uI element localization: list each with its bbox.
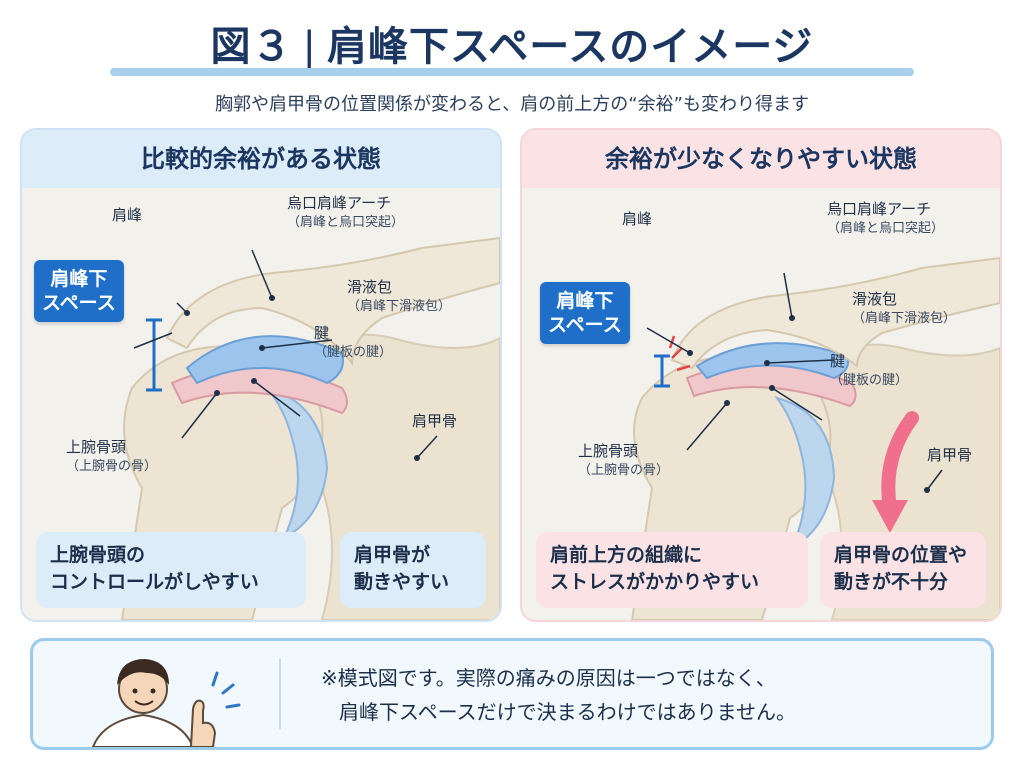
label-acromion: 肩峰 <box>622 210 653 228</box>
note-text: ※模式図です。実際の痛みの原因は一つではなく、 肩峰下スペースだけで決まるわけで… <box>321 661 796 729</box>
panel-comfortable: 比較的余裕がある状態 肩峰 烏口肩峰アーチ（肩峰と烏口突起 <box>20 128 502 622</box>
page-title: 図３|肩峰下スペースのイメージ <box>0 14 1024 72</box>
title-text: 肩峰下スペースのイメージ <box>327 24 814 70</box>
benefit-box-head-control: 上腕骨頭のコントロールがしやすい <box>36 532 306 608</box>
panel-tight: 余裕が少なくなりやすい状態 肩峰 烏口肩峰アーチ（肩峰と烏 <box>520 128 1002 622</box>
page-subtitle: 胸郭や肩甲骨の位置関係が変わると、肩の前上方の“余裕”も変わり得ます <box>215 94 809 115</box>
label-arch: 烏口肩峰アーチ（肩峰と烏口突起） <box>827 200 945 236</box>
disclaimer-note: ※模式図です。実際の痛みの原因は一つではなく、 肩峰下スペースだけで決まるわけで… <box>30 638 994 750</box>
label-bursa: 滑液包（肩峰下滑液包） <box>347 278 452 314</box>
title-underline <box>110 68 914 76</box>
acromion-shape <box>165 236 500 366</box>
label-scapula: 肩甲骨 <box>412 412 458 430</box>
benefit-box-scapula: 肩甲骨が動きやすい <box>340 532 486 608</box>
bursa-shape <box>695 342 850 380</box>
note-line-1: ※模式図です。実際の痛みの原因は一つではなく、 <box>321 666 776 690</box>
label-bursa: 滑液包（肩峰下滑液包） <box>852 290 957 326</box>
label-tendon: 腱（腱板の腱） <box>314 324 393 360</box>
risk-box-stress: 肩前上方の組織にストレスがかかりやすい <box>536 532 808 608</box>
note-line-2: 肩峰下スペースだけで決まるわけではありません。 <box>339 700 796 724</box>
bursa-shape <box>185 335 344 385</box>
acromion-shape <box>670 256 1000 370</box>
label-scapula: 肩甲骨 <box>927 446 973 464</box>
subacromial-space-tag: 肩峰下スペース <box>34 260 124 322</box>
risk-box-scapula: 肩甲骨の位置や動きが不十分 <box>820 532 986 608</box>
label-acromion: 肩峰 <box>112 206 143 224</box>
panel-title: 比較的余裕がある状態 <box>22 130 500 188</box>
label-tendon: 腱（腱板の腱） <box>830 352 909 388</box>
panel-title: 余裕が少なくなりやすい状態 <box>522 130 1000 188</box>
title-separator: | <box>302 24 318 70</box>
label-humeral-head: 上腕骨頭（上腕骨の骨） <box>578 442 670 478</box>
person-pointing-icon <box>91 659 241 747</box>
note-divider <box>279 659 281 729</box>
figure-label: 図３ <box>210 24 293 70</box>
label-arch: 烏口肩峰アーチ（肩峰と烏口突起） <box>287 194 405 230</box>
label-humeral-head: 上腕骨頭（上腕骨の骨） <box>66 438 158 474</box>
subacromial-space-tag: 肩峰下スペース <box>540 282 630 344</box>
